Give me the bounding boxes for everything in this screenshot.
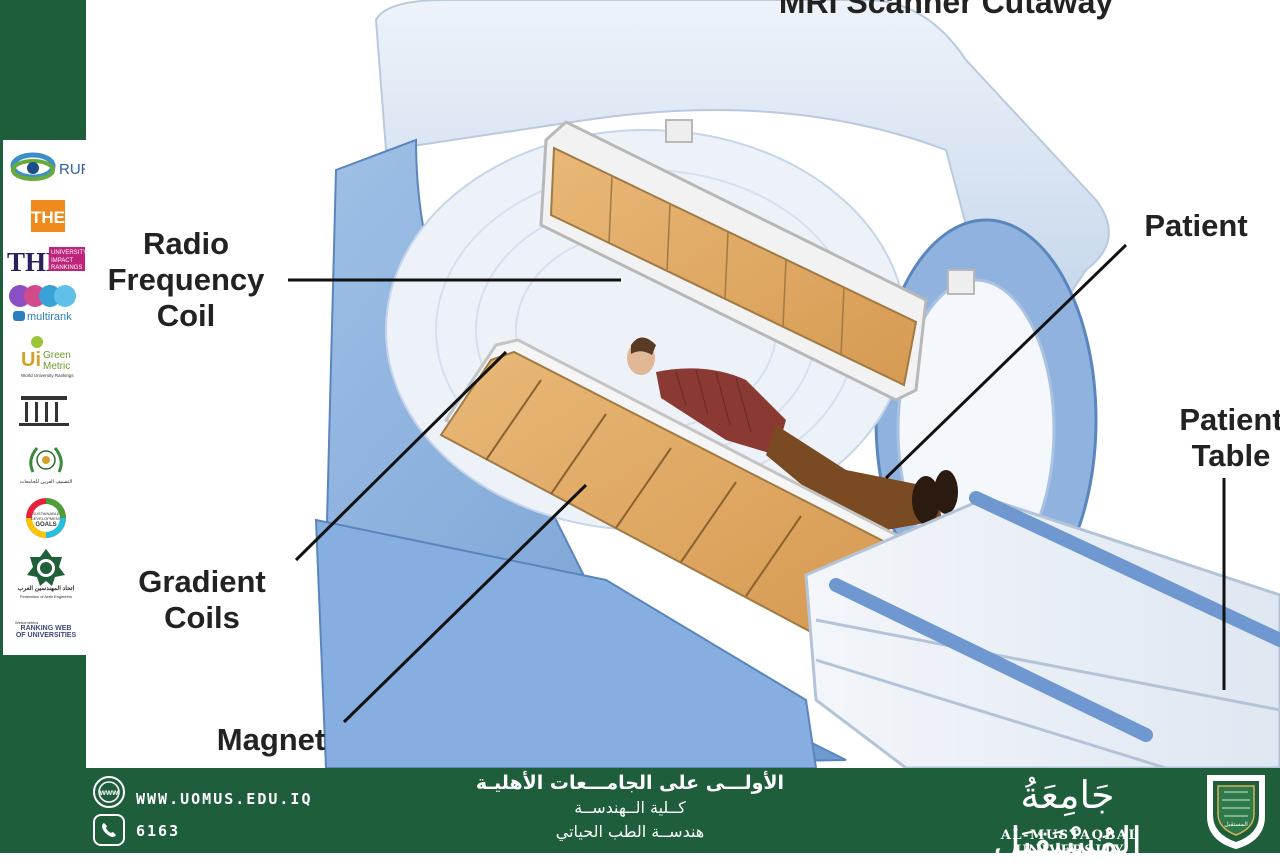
patient-leader: [884, 243, 1128, 480]
svg-text:IMPACT: IMPACT: [51, 258, 74, 264]
university-name-english: AL-MUSTAQBAL UNIVERSITY: [1000, 828, 1140, 858]
webometrics-logo: Webometrics RANKING WEB OF UNIVERSITIES: [7, 620, 85, 648]
svg-text:RANKINGS: RANKINGS: [51, 265, 82, 271]
svg-text:Ui: Ui: [21, 349, 41, 371]
label-patient-table: Patient Table: [1179, 402, 1280, 473]
phone-number[interactable]: 6163: [136, 822, 181, 840]
rf-coil-top: [539, 119, 975, 402]
the-logo: THE: [7, 198, 85, 234]
the-impact-logo: THE UNIVERSITY IMPACT RANKINGS: [7, 244, 87, 277]
label-magnet: Magnet: [216, 722, 326, 757]
svg-text:UNIVERSITY: UNIVERSITY: [51, 250, 85, 256]
svg-text:www: www: [99, 788, 119, 797]
label-radio-frequency-coil: Radio Frequency Coil: [107, 226, 265, 333]
mri-scanner-illustration: [288, 0, 1280, 768]
arab-rankings-text: التصنيف العربي للجامعات: [19, 479, 73, 485]
magnet-leader: [342, 483, 588, 724]
svg-text:World University Rankings: World University Rankings: [21, 373, 74, 378]
label-leader-lines: [288, 243, 1226, 724]
globe-www-icon: www: [93, 776, 125, 808]
patient-table: [804, 491, 1280, 768]
rur-text: RUR: [59, 161, 85, 178]
webometrics-small-text: Webometrics: [15, 620, 39, 625]
fae-arabic-text: اتحاد المهندسين العرب: [17, 586, 75, 592]
scanner-housing-shell: [374, 0, 1110, 301]
label-patient: Patient: [1144, 208, 1248, 243]
svg-text:DEVELOPMENT: DEVELOPMENT: [31, 516, 62, 521]
fae-english-text: Federation of Arab Engineers: [19, 594, 73, 599]
sdg-logo: SUSTAINABLE DEVELOPMENT GOALS: [7, 496, 85, 540]
rur-emblem-icon: RUR: [10, 152, 92, 181]
svg-text:Green: Green: [43, 350, 71, 361]
patient-figure: [627, 337, 958, 530]
fae-logo: اتحاد المهندسين العرب Federation of Arab…: [7, 548, 85, 604]
website-link[interactable]: WWW.UOMUS.EDU.IQ: [136, 790, 313, 808]
svg-text:GOALS: GOALS: [35, 522, 56, 528]
footer-bar: www WWW.UOMUS.EDU.IQ 6163 الأولـــى على …: [0, 768, 1280, 853]
footer-department-arabic: هندســة الطب الحياتي: [555, 822, 705, 841]
rankings-panel: RUR THE THE UNIVERSITY IMPACT RANKINGS m…: [3, 140, 92, 655]
mri-diagram: MRI Scanner Cutaway Radio Frequency Coil…: [86, 0, 1280, 768]
institution-building-logo: [7, 392, 85, 430]
svg-text:SUSTAINABLE: SUSTAINABLE: [32, 511, 60, 516]
arab-rankings-logo: التصنيف العربي للجامعات: [7, 442, 85, 488]
fae-star-icon: [27, 549, 65, 586]
magnet-base-block: [314, 518, 818, 768]
footer-tagline-arabic: الأولـــى على الجامـــعات الأهليـة: [475, 772, 785, 794]
university-crest-icon: المستقبل: [1204, 770, 1268, 850]
multirank-text: multirank: [27, 311, 72, 323]
multirank-logo: multirank: [7, 280, 85, 324]
rur-logo: RUR: [7, 146, 92, 190]
phone-icon: [93, 814, 125, 846]
svg-text:Metric: Metric: [43, 361, 70, 372]
webometrics-text: RANKING WEB OF UNIVERSITIES: [15, 625, 77, 639]
gradient-coil-bottom: [439, 338, 908, 643]
greenmetric-logo: Ui Green Metric World University Ranking…: [7, 334, 85, 380]
laurel-wreath-icon: [29, 447, 63, 473]
svg-text:المستقبل: المستقبل: [1224, 821, 1248, 828]
sdg-wheel-icon: SUSTAINABLE DEVELOPMENT GOALS: [26, 498, 66, 538]
label-gradient-coils: Gradient Coils: [138, 564, 266, 635]
diagram-title: MRI Scanner Cutaway: [778, 0, 1114, 20]
footer-college-arabic: كــلية الــهندســة: [574, 798, 686, 817]
the-text: THE: [31, 208, 65, 227]
gradient-coils-leader: [294, 350, 508, 562]
building-columns-icon: [19, 396, 69, 426]
